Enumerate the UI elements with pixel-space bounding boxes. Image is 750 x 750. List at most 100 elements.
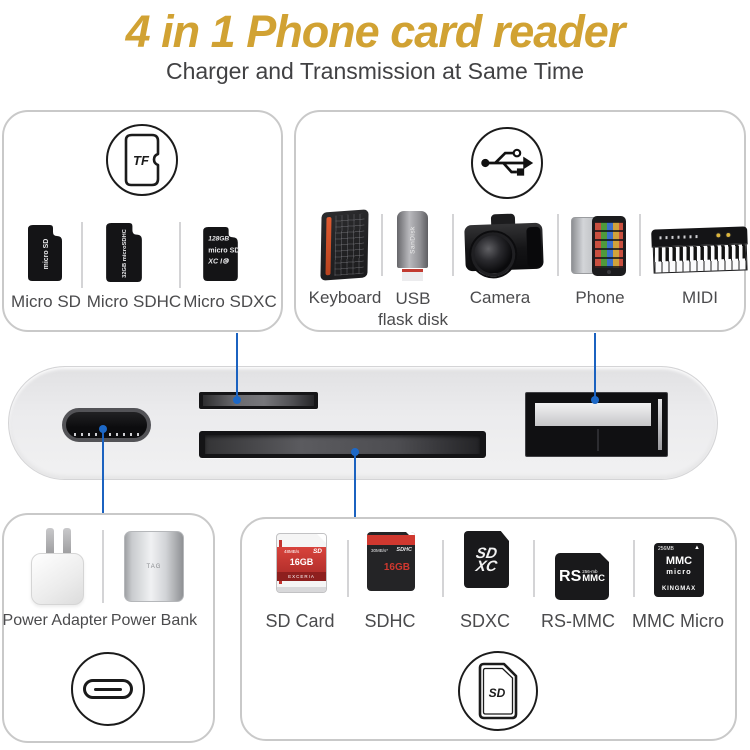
midi-knob: [725, 231, 732, 239]
rs-mmc-logo-rs: RS: [559, 567, 582, 585]
micro-sdhc-card-photo: 32GB microSDHC: [105, 222, 143, 288]
sdxc-label: SDXC: [459, 611, 510, 631]
connector-dot-tf: [233, 396, 241, 404]
usb-badge: [471, 127, 543, 199]
sdxc-logo-line2: XC: [474, 557, 499, 575]
midi-buttons: [659, 235, 700, 240]
micro-sd-card-text: micro SD: [43, 239, 50, 270]
divider: [179, 222, 181, 288]
sd-card-slot: [199, 431, 486, 458]
sd-badge: SD: [458, 651, 538, 731]
mmc-micro-brand: KINGMAX: [662, 586, 696, 592]
divider: [533, 540, 535, 597]
lightning-port-icon: [83, 679, 133, 699]
sdhc-size: 16GB: [383, 562, 410, 573]
power-bank-brand: TAG: [146, 563, 162, 570]
tf-card-slot: [199, 392, 318, 409]
sd-card-speed: 48MB/s: [284, 549, 300, 554]
micro-sdxc-card-text-2: micro SD: [208, 246, 239, 254]
usb-flash-label-line2: flask disk: [378, 310, 448, 329]
sd-card-photo: 48MB/s SD 16GB EXCERIA: [276, 533, 327, 593]
sd-card-icon: SD: [478, 662, 518, 720]
adapter-prong: [63, 528, 71, 556]
lightning-badge: [71, 652, 145, 726]
power-adapter-label: Power Adapter: [2, 612, 108, 629]
adapter-prong: [46, 528, 54, 556]
page-title: 4 in 1 Phone card reader: [125, 6, 626, 57]
connector-line-sd: [354, 451, 356, 518]
divider: [633, 540, 635, 597]
rs-mmc-label: RS-MMC: [541, 611, 615, 631]
flash-drive-connector: [402, 269, 423, 281]
phone-home-button: [607, 270, 611, 274]
divider: [639, 214, 641, 276]
tf-slot-opening: [203, 395, 314, 406]
camera-label: Camera: [469, 288, 531, 307]
flash-drive-brand: SanDisk: [409, 226, 416, 255]
phone-screen: [595, 222, 623, 268]
divider: [557, 214, 559, 276]
flash-drive-body: [397, 211, 428, 268]
lightning-port: [62, 408, 151, 442]
sd-card-brand: EXCERIA: [277, 572, 326, 581]
usb-bracket: [658, 399, 662, 450]
micro-sdxc-card-text-3: XC I⑩: [207, 258, 229, 266]
keyboard-stripe: [325, 216, 332, 276]
phone-front: [592, 216, 626, 276]
camera-lens: [470, 231, 516, 278]
usb-cavity-divider: [596, 429, 599, 451]
mmc-micro-size: 256MB: [658, 546, 674, 552]
power-adapter-photo: [31, 553, 84, 605]
phone-label: Phone: [575, 288, 625, 307]
usb-flash-drive-photo: SanDisk: [397, 211, 428, 281]
power-bank-photo: TAG: [124, 531, 184, 602]
divider: [452, 214, 454, 276]
tf-card-badge: TF: [106, 124, 178, 196]
camera-grip: [526, 226, 542, 268]
mmc-micro-logo2: micro: [666, 567, 692, 576]
connector-dot-lightning: [99, 425, 107, 433]
divider: [102, 530, 104, 603]
connector-line-tf: [236, 333, 238, 401]
divider: [81, 222, 83, 288]
phone-photo: [571, 216, 626, 276]
micro-sd-card-photo: micro SD: [27, 224, 63, 287]
midi-knob: [715, 232, 722, 239]
tf-badge-label: TF: [133, 153, 150, 168]
keyboard-photo: [320, 209, 369, 281]
connector-dot-sd: [351, 448, 359, 456]
usb-icon: [481, 148, 534, 176]
mmc-micro-label: MMC Micro: [632, 611, 724, 631]
sdhc-label: SDHC: [364, 611, 416, 631]
connector-line-lightning: [102, 428, 104, 513]
micro-sd-label: Micro SD: [11, 292, 81, 311]
sd-card-size: 16GB: [289, 557, 314, 567]
mmc-micro-marker: ▲: [694, 545, 700, 551]
keyboard-label: Keyboard: [308, 288, 382, 307]
sdhc-speed: 30MB/s*: [371, 548, 389, 553]
micro-sdxc-label: Micro SDXC: [183, 292, 277, 311]
mmc-micro-card-photo: 256MB ▲ MMC micro KINGMAX: [654, 543, 704, 597]
usb-tongue: [535, 403, 651, 426]
page-subtitle: Charger and Transmission at Same Time: [165, 58, 584, 84]
micro-sdxc-card-text-1: 128GB: [208, 235, 229, 242]
divider: [381, 214, 383, 276]
sd-badge-label: SD: [489, 686, 506, 700]
micro-sdhc-card-text: 32GB microSDHC: [122, 229, 128, 278]
sdxc-card-photo: SD XC: [464, 531, 509, 588]
sd-card-label: SD Card: [265, 611, 335, 631]
power-bank-label: Power Bank: [110, 612, 198, 629]
sd-card-logo: SD: [312, 548, 322, 555]
sd-slot-opening: [205, 435, 480, 454]
connector-line-usb: [594, 333, 596, 401]
connector-dot-usb: [591, 396, 599, 404]
mmc-micro-logo: MMC: [665, 555, 693, 567]
usb-flash-label-line1: USB: [395, 289, 431, 308]
rs-mmc-size: 256-mb: [582, 568, 598, 574]
micro-sdxc-card-photo: 128GB micro SD XC I⑩: [202, 226, 240, 287]
divider: [442, 540, 444, 597]
tf-card-icon: TF: [124, 133, 160, 187]
midi-label: MIDI: [682, 288, 718, 307]
sdhc-card-photo: 30MB/s* SDHC 16GB: [367, 532, 415, 591]
